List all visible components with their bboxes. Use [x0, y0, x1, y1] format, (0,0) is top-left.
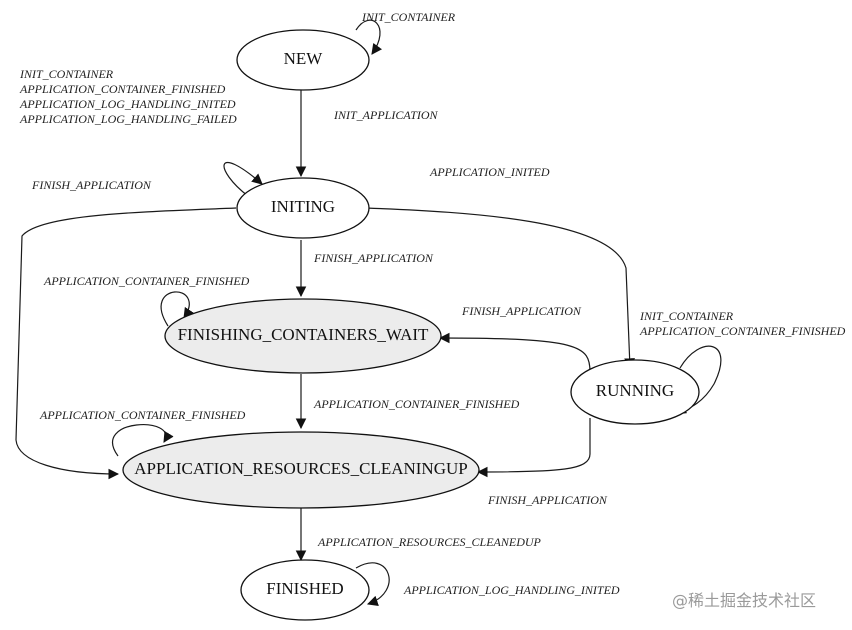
- edge-finished-self: [355, 562, 390, 607]
- edge-initing-to-running: [365, 207, 636, 370]
- watermark-text: @稀土掘金技术社区: [672, 591, 816, 610]
- label-initing-self-1: INIT_CONTAINER: [19, 67, 114, 81]
- state-finishing-containers-wait: FINISHING_CONTAINERS_WAIT: [164, 298, 442, 374]
- edge-running-to-cleaningup: [476, 418, 591, 478]
- label-initing-self-4: APPLICATION_LOG_HANDLING_FAILED: [19, 112, 237, 126]
- label-finished-self: APPLICATION_LOG_HANDLING_INITED: [403, 583, 620, 597]
- label-initing-to-fcw: FINISH_APPLICATION: [313, 251, 434, 265]
- label-fcw-to-cleaningup: APPLICATION_CONTAINER_FINISHED: [313, 397, 520, 411]
- state-finished: FINISHED: [240, 559, 370, 621]
- label-running-self-2: APPLICATION_CONTAINER_FINISHED: [639, 324, 846, 338]
- label-initing-self-2: APPLICATION_CONTAINER_FINISHED: [19, 82, 226, 96]
- label-initing-to-running: APPLICATION_INITED: [429, 165, 550, 179]
- label-new-to-initing: INIT_APPLICATION: [333, 108, 439, 122]
- label-initing-self-3: APPLICATION_LOG_HANDLING_INITED: [19, 97, 236, 111]
- label-cleaningup-self: APPLICATION_CONTAINER_FINISHED: [39, 408, 246, 422]
- edge-cleaningup-self: [112, 424, 174, 457]
- label-running-to-cleaningup: FINISH_APPLICATION: [487, 493, 608, 507]
- state-running-label: RUNNING: [596, 381, 674, 400]
- state-new-label: NEW: [284, 49, 324, 68]
- label-running-self-1: INIT_CONTAINER: [639, 309, 734, 323]
- state-initing-label: INITING: [271, 197, 335, 216]
- state-running: RUNNING: [570, 359, 700, 425]
- state-finishing-containers-wait-label: FINISHING_CONTAINERS_WAIT: [178, 325, 429, 344]
- label-new-self: INIT_CONTAINER: [361, 10, 456, 24]
- label-running-to-fcw: FINISH_APPLICATION: [461, 304, 582, 318]
- state-application-resources-cleaningup-label: APPLICATION_RESOURCES_CLEANINGUP: [134, 459, 467, 478]
- label-cleaningup-to-finished: APPLICATION_RESOURCES_CLEANEDUP: [317, 535, 542, 549]
- state-initing: INITING: [236, 177, 370, 239]
- edge-fcw-self: [160, 291, 194, 327]
- label-initing-to-cleaningup: FINISH_APPLICATION: [31, 178, 152, 192]
- label-fcw-self: APPLICATION_CONTAINER_FINISHED: [43, 274, 250, 288]
- edge-running-to-fcw: [438, 332, 591, 373]
- edge-new-self: [355, 19, 383, 55]
- state-application-resources-cleaningup: APPLICATION_RESOURCES_CLEANINGUP: [122, 431, 480, 509]
- state-finished-label: FINISHED: [266, 579, 343, 598]
- state-new: NEW: [236, 29, 370, 91]
- edge-initing-to-cleaningup: [15, 207, 237, 480]
- edge-initing-self: [223, 162, 263, 197]
